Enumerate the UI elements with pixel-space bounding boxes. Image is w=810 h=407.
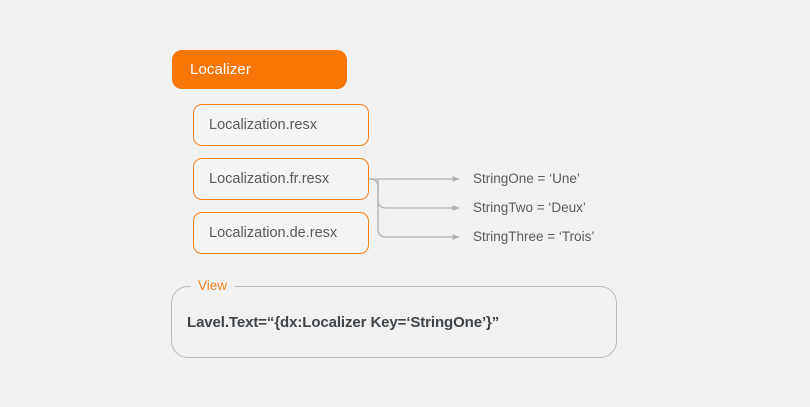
connector-arrow-string-two — [377, 179, 460, 211]
localizer-header-pill[interactable]: Localizer — [172, 50, 347, 89]
resx-box-label: Localization.fr.resx — [209, 170, 330, 187]
view-panel — [171, 286, 617, 358]
string-entry-three: StringThree = ‘Trois’ — [473, 229, 595, 244]
string-entry-one: StringOne = ‘Une’ — [473, 171, 580, 186]
connector-trunk-elbow — [368, 178, 379, 188]
connector-arrow-string-three — [377, 186, 460, 240]
view-panel-code-text: Lavel.Text=“{dx:Localizer Key=‘StringOne… — [187, 314, 500, 331]
view-panel-legend: View — [191, 278, 235, 294]
localizer-header-label: Localizer — [190, 61, 251, 78]
resx-box-localization-de[interactable]: Localization.de.resx — [193, 212, 369, 254]
resx-box-label: Localization.resx — [209, 116, 317, 133]
resx-box-label: Localization.de.resx — [209, 224, 338, 241]
resx-box-localization[interactable]: Localization.resx — [193, 104, 369, 146]
resx-box-localization-fr[interactable]: Localization.fr.resx — [193, 158, 369, 200]
string-entry-two: StringTwo = ‘Deux’ — [473, 200, 586, 215]
